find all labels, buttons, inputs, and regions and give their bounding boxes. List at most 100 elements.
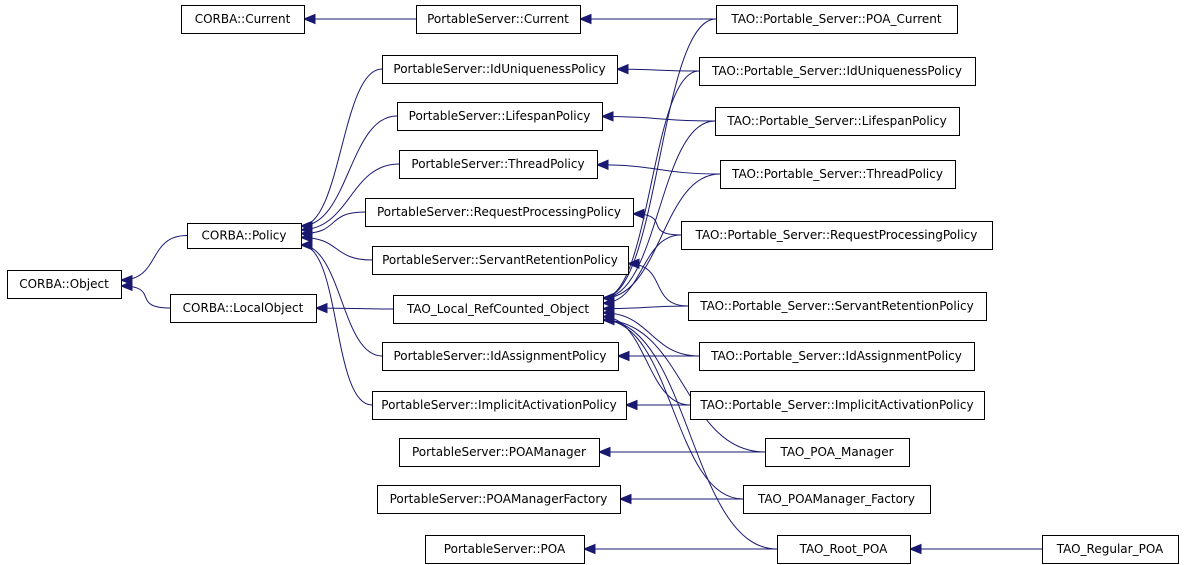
class-node-label: PortableServer::POAManager [412,445,586,459]
class-node-label: PortableServer::IdUniquenessPolicy [393,62,605,76]
class-node-ps-reqproc[interactable]: PortableServer::RequestProcessingPolicy [365,198,634,227]
class-node-tao-local-refcounted[interactable]: TAO_Local_RefCounted_Object [393,295,604,324]
class-node-tao-regular-poa[interactable]: TAO_Regular_POA [1042,535,1179,564]
class-node-ps-thread[interactable]: PortableServer::ThreadPolicy [399,150,598,179]
arrowhead-tao_root_poa [908,543,922,555]
class-node-label: TAO::Portable_Server::POA_Current [730,12,941,26]
arrowhead-ps_implicit [624,399,638,411]
arrowhead-corba_localobject [314,302,328,314]
class-node-ps-poamanagerfactory[interactable]: PortableServer::POAManagerFactory [377,485,621,514]
arrowhead-ps_poamanager [597,446,611,458]
class-node-box[interactable] [399,438,600,467]
class-node-corba-localobject[interactable]: CORBA::LocalObject [170,294,317,323]
class-node-box[interactable] [372,391,627,420]
class-node-box[interactable] [690,391,985,420]
class-node-corba-current[interactable]: CORBA::Current [181,5,305,34]
class-node-ps-implicit[interactable]: PortableServer::ImplicitActivationPolicy [372,391,627,420]
class-node-box[interactable] [1042,535,1179,564]
class-node-box[interactable] [699,342,975,371]
class-node-tao-implicit[interactable]: TAO::Portable_Server::ImplicitActivation… [690,391,985,420]
class-node-tao-lifespan[interactable]: TAO::Portable_Server::LifespanPolicy [715,107,960,136]
class-node-box[interactable] [765,438,910,467]
class-node-ps-iduniq[interactable]: PortableServer::IdUniquenessPolicy [382,55,618,84]
class-node-ps-lifespan[interactable]: PortableServer::LifespanPolicy [397,102,603,131]
class-node-label: TAO_POAManager_Factory [757,492,915,506]
edge-tao_local_refcounted-to-corba_localobject [315,307,394,310]
class-node-corba-object[interactable]: CORBA::Object [7,270,122,299]
class-node-box[interactable] [416,5,581,34]
class-node-box[interactable] [7,270,122,299]
class-node-tao-poa-current[interactable]: TAO::Portable_Server::POA_Current [716,5,958,34]
class-node-label: TAO::Portable_Server::ServantRetentionPo… [699,299,974,313]
class-node-box[interactable] [382,342,619,371]
class-node-tao-idassign[interactable]: TAO::Portable_Server::IdAssignmentPolicy [699,342,975,371]
edge-ps_iduniq-to-corba_policy [300,68,383,227]
class-node-ps-servret[interactable]: PortableServer::ServantRetentionPolicy [372,246,629,275]
class-node-tao-poa-manager[interactable]: TAO_POA_Manager [765,438,910,467]
class-node-box[interactable] [716,5,958,34]
class-node-label: TAO::Portable_Server::ThreadPolicy [731,167,943,181]
class-node-box[interactable] [365,198,634,227]
edge-tao_thread-to-tao_local_refcounted [602,173,721,299]
class-node-label: TAO::Portable_Server::RequestProcessingP… [695,228,978,242]
class-node-tao-reqproc[interactable]: TAO::Portable_Server::RequestProcessingP… [681,221,993,250]
edge-tao_thread-to-ps_thread [596,164,721,175]
arrowhead-ps_current [578,13,592,25]
class-node-ps-poamanager[interactable]: PortableServer::POAManager [399,438,600,467]
arrowhead-corba_policy [299,232,313,243]
edge-tao_servret-to-ps_servret [627,263,689,307]
edge-tao_servret-to-tao_local_refcounted [602,305,689,310]
edge-tao_root_poa-to-tao_local_refcounted [602,319,778,550]
arrowhead-ps_reqproc [631,208,645,220]
class-node-ps-current[interactable]: PortableServer::Current [416,5,581,34]
class-node-tao-poamanager-factory[interactable]: TAO_POAManager_Factory [743,485,931,514]
class-node-box[interactable] [393,295,604,324]
class-node-corba-policy[interactable]: CORBA::Policy [187,223,302,249]
class-node-label: TAO_Local_RefCounted_Object [406,302,589,316]
class-node-tao-iduniq[interactable]: TAO::Portable_Server::IdUniquenessPolicy [699,57,976,86]
class-node-label: TAO::Portable_Server::IdUniquenessPolicy [711,64,962,78]
arrowhead-corba_current [302,13,316,25]
edge-tao_poa_manager-to-tao_local_refcounted [602,319,766,453]
class-node-box[interactable] [181,5,305,34]
class-node-box[interactable] [377,485,621,514]
arrowhead-corba_object [119,280,133,292]
edge-tao_poa_current-to-tao_local_refcounted [602,18,717,299]
arrowhead-ps_iduniq [615,63,629,75]
class-node-box[interactable] [681,221,993,250]
class-node-box[interactable] [699,57,976,86]
class-node-label: CORBA::Object [19,277,109,291]
class-node-box[interactable] [777,535,911,564]
class-node-label: PortableServer::ThreadPolicy [411,157,584,171]
edge-tao_poamanager_factory-to-tao_local_refcounted [602,319,744,500]
class-node-box[interactable] [715,107,960,136]
class-node-label: TAO::Portable_Server::IdAssignmentPolicy [710,349,962,363]
edge-ps_lifespan-to-corba_policy [300,115,398,227]
edge-corba_policy-to-corba_object [120,235,188,281]
class-node-ps-idassign[interactable]: PortableServer::IdAssignmentPolicy [382,342,619,371]
class-node-ps-poa[interactable]: PortableServer::POA [425,535,585,564]
class-node-tao-root-poa[interactable]: TAO_Root_POA [777,535,911,564]
class-node-box[interactable] [425,535,585,564]
class-node-tao-servret[interactable]: TAO::Portable_Server::ServantRetentionPo… [688,292,987,321]
class-node-label: TAO_Root_POA [799,542,889,556]
class-node-box[interactable] [382,55,618,84]
edge-ps_implicit-to-corba_policy [300,244,373,406]
class-node-label: PortableServer::LifespanPolicy [409,109,591,123]
class-node-box[interactable] [170,294,317,323]
edge-tao_lifespan-to-tao_local_refcounted [602,120,716,299]
class-node-box[interactable] [688,292,987,321]
class-node-label: PortableServer::Current [427,12,569,26]
class-node-box[interactable] [743,485,931,514]
edge-tao_iduniq-to-ps_iduniq [616,68,700,72]
class-node-box[interactable] [720,160,956,189]
edge-ps_idassign-to-corba_policy [300,244,383,357]
edge-tao_implicit-to-tao_local_refcounted [602,316,691,406]
class-node-tao-thread[interactable]: TAO::Portable_Server::ThreadPolicy [720,160,956,189]
class-node-label: TAO_Regular_POA [1056,542,1164,556]
class-node-box[interactable] [397,102,603,131]
class-node-box[interactable] [399,150,598,179]
class-node-box[interactable] [187,223,302,249]
class-node-box[interactable] [372,246,629,275]
